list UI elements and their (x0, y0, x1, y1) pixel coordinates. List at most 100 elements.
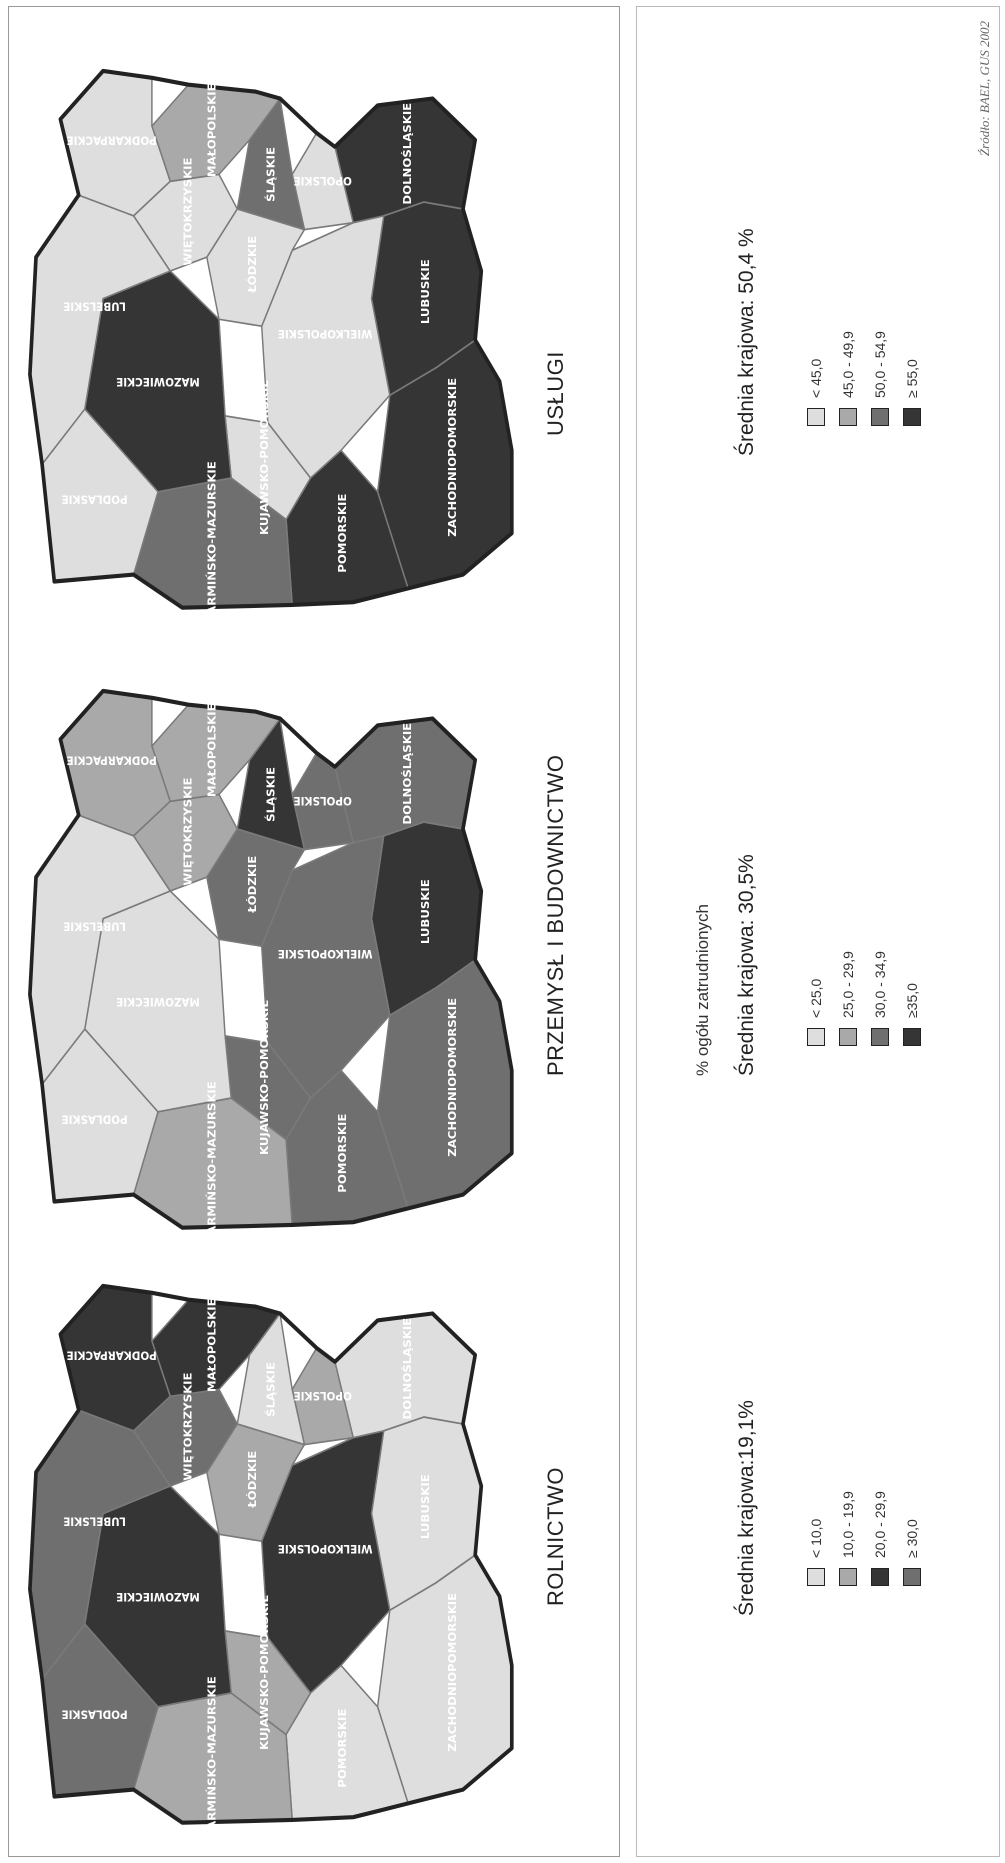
region-label-malopolskie: MAŁOPOLSKIE (206, 1298, 218, 1392)
region-label-kujawsko-pomorskie: KUJAWSKO-POMORSKIE (259, 1000, 271, 1155)
legend-item: 20,0 - 29,9 (869, 1491, 891, 1586)
legend-average-przemysl: Średnia krajowa: 30,5% (735, 854, 758, 1076)
region-label-lubuskie: LUBUSKIE (420, 1474, 432, 1539)
region-label-mazowieckie: MAZOWIECKIE (116, 995, 200, 1009)
region-label-zachodniopomorskie: ZACHODNIOPOMORSKIE (447, 378, 459, 537)
region-label-podlaskie: PODLASKIE (62, 1112, 128, 1126)
legend-swatch (903, 408, 921, 426)
region-label-podkarpackie: PODKARPACKIE (67, 754, 157, 768)
legend-label: 30,0 - 34,9 (872, 951, 888, 1018)
region-label-podlaskie: PODLASKIE (62, 492, 128, 506)
country-outline (28, 68, 514, 610)
region-label-swietokrzyskie: ŚWIĘTOKRZYSKIE (182, 777, 194, 894)
map-title-rolnictwo: ROLNICTWO (543, 1467, 568, 1606)
legend-panel: % ogółu zatrudnionych Średnia krajowa:19… (636, 6, 1000, 1857)
legend-label: 25,0 - 29,9 (840, 951, 856, 1018)
legend-item: 50,0 - 54,9 (869, 331, 891, 426)
legend-label: 50,0 - 54,9 (872, 331, 888, 398)
region-label-podkarpackie: PODKARPACKIE (67, 134, 157, 148)
legend-swatch (871, 408, 889, 426)
legend-item: ≥ 30,0 (901, 1519, 923, 1586)
legend-item: < 45,0 (805, 359, 827, 426)
legend-item: 25,0 - 29,9 (837, 951, 859, 1046)
region-label-wielkopolskie: WIELKOPOLSKIE (278, 327, 373, 341)
region-label-lubelskie: LUBELSKIE (63, 919, 126, 933)
map-1: ZACHODNIOPOMORSKIE POMORSKIE WARMIŃSKO-MAZ… (28, 688, 514, 1247)
region-label-kujawsko-pomorskie: KUJAWSKO-POMORSKIE (259, 1595, 271, 1750)
region-label-slaskie: ŚLĄSKIE (265, 147, 277, 202)
legend-average-rolnictwo: Średnia krajowa:19,1% (735, 1400, 758, 1616)
legend-label: 20,0 - 29,9 (872, 1491, 888, 1558)
legend-swatch (871, 1568, 889, 1586)
region-label-opolskie: OPOLSKIE (294, 794, 352, 808)
map-0: ZACHODNIOPOMORSKIE POMORSKIE WARMIŃSKO-MAZ… (28, 1283, 514, 1842)
maps-svg: ZACHODNIOPOMORSKIE POMORSKIE WARMIŃSKO-MAZ… (28, 68, 514, 1842)
region-label-podkarpackie: PODKARPACKIE (67, 1349, 157, 1363)
legend-item: 45,0 - 49,9 (837, 331, 859, 426)
legend-label: < 25,0 (808, 978, 824, 1018)
maps-panel: ZACHODNIOPOMORSKIE POMORSKIE WARMIŃSKO-MAZ… (8, 6, 620, 1857)
legend-swatch (807, 1568, 825, 1586)
region-label-dolnoslaskie: DOLNOŚLĄSKIE (402, 723, 414, 825)
legend-item: < 10,0 (805, 1519, 827, 1586)
map-2: ZACHODNIOPOMORSKIE POMORSKIE WARMIŃSKO-MAZ… (28, 68, 514, 627)
legend-item: ≥35,0 (901, 983, 923, 1046)
legend-swatch (871, 1028, 889, 1046)
region-label-slaskie: ŚLĄSKIE (265, 767, 277, 822)
region-label-warminsko-mazurskie: WARMIŃSKO-MAZURSKIE (206, 461, 218, 627)
legend-label: < 45,0 (808, 358, 824, 398)
map-title-uslugi: USŁUGI (543, 351, 568, 436)
region-label-lodzkie: ŁÓDZKIE (247, 236, 259, 294)
legend-average-uslugi: Średnia krajowa: 50,4 % (735, 228, 758, 456)
region-label-wielkopolskie: WIELKOPOLSKIE (278, 1542, 373, 1556)
region-label-wielkopolskie: WIELKOPOLSKIE (278, 947, 373, 961)
region-label-lubuskie: LUBUSKIE (420, 879, 432, 944)
region-label-warminsko-mazurskie: WARMIŃSKO-MAZURSKIE (206, 1081, 218, 1247)
region-label-kujawsko-pomorskie: KUJAWSKO-POMORSKIE (259, 380, 271, 535)
region-label-malopolskie: MAŁOPOLSKIE (206, 83, 218, 177)
legend-subtitle: % ogółu zatrudnionych (693, 903, 712, 1076)
region-label-zachodniopomorskie: ZACHODNIOPOMORSKIE (447, 1593, 459, 1752)
legend-label: ≥ 30,0 (904, 1519, 920, 1558)
legend-label: ≥ 55,0 (904, 359, 920, 398)
region-label-lubelskie: LUBELSKIE (63, 1514, 126, 1528)
region-label-podlaskie: PODLASKIE (62, 1707, 128, 1721)
legend-item: 10,0 - 19,9 (837, 1491, 859, 1586)
region-label-lodzkie: ŁÓDZKIE (247, 856, 259, 914)
region-label-lubuskie: LUBUSKIE (420, 259, 432, 324)
region-label-malopolskie: MAŁOPOLSKIE (206, 703, 218, 797)
region-label-pomorskie: POMORSKIE (337, 1709, 349, 1788)
legend-swatch (839, 408, 857, 426)
region-opolskie (291, 131, 355, 231)
region-opolskie (291, 1346, 355, 1446)
legend-swatch (807, 1028, 825, 1046)
country-outline (28, 688, 514, 1230)
country-outline (28, 1283, 514, 1825)
region-label-warminsko-mazurskie: WARMIŃSKO-MAZURSKIE (206, 1676, 218, 1842)
legend-swatch (807, 408, 825, 426)
region-label-mazowieckie: MAZOWIECKIE (116, 1590, 200, 1604)
region-label-pomorskie: POMORSKIE (337, 1114, 349, 1193)
region-label-zachodniopomorskie: ZACHODNIOPOMORSKIE (447, 998, 459, 1157)
region-opolskie (291, 751, 355, 851)
region-label-dolnoslaskie: DOLNOŚLĄSKIE (402, 1318, 414, 1420)
legend-label: < 10,0 (808, 1518, 824, 1558)
region-label-lubelskie: LUBELSKIE (63, 299, 126, 313)
map-title-przemysl: PRZEMYSŁ I BUDOWNICTWO (543, 754, 568, 1076)
region-label-slaskie: ŚLĄSKIE (265, 1362, 277, 1417)
legend-swatch (839, 1568, 857, 1586)
region-label-swietokrzyskie: ŚWIĘTOKRZYSKIE (182, 1372, 194, 1489)
legend-swatch (903, 1028, 921, 1046)
region-label-opolskie: OPOLSKIE (294, 1389, 352, 1403)
legend-item: 30,0 - 34,9 (869, 951, 891, 1046)
region-label-lodzkie: ŁÓDZKIE (247, 1451, 259, 1509)
legend-swatch (839, 1028, 857, 1046)
source-note: Źródło: BAEL, GUS 2002 (977, 21, 992, 157)
region-label-pomorskie: POMORSKIE (337, 494, 349, 573)
legend-swatch (903, 1568, 921, 1586)
legend-label: 10,0 - 19,9 (840, 1491, 856, 1558)
region-label-swietokrzyskie: ŚWIĘTOKRZYSKIE (182, 157, 194, 274)
region-label-dolnoslaskie: DOLNOŚLĄSKIE (402, 103, 414, 205)
region-label-mazowieckie: MAZOWIECKIE (116, 375, 200, 389)
